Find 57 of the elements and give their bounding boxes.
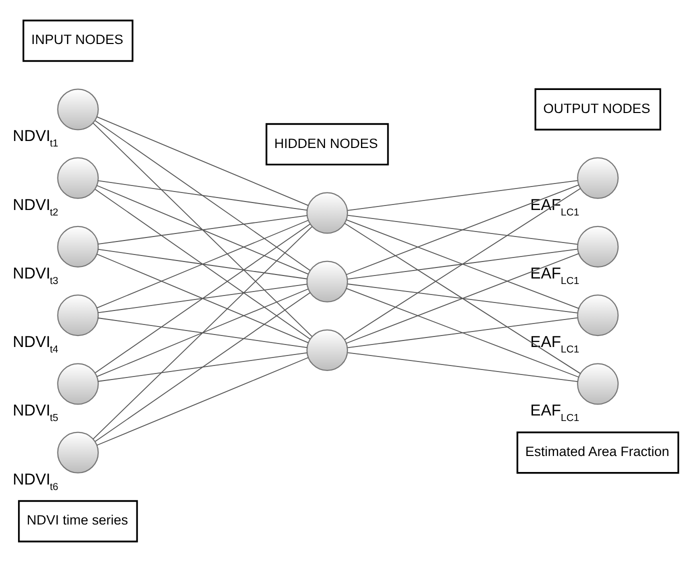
node-label: NDVI$_{t6}$: [12, 470, 58, 492]
connector: [346, 184, 580, 275]
connector: [94, 120, 311, 270]
node-box: INPUT NODES: [22, 19, 134, 62]
connector: [98, 180, 308, 210]
connector: [347, 214, 578, 244]
connector: [94, 188, 311, 340]
node-circle: [306, 192, 348, 234]
node-circle: [306, 260, 348, 302]
node-label: EAF$_{LC1}$: [530, 402, 580, 424]
connector: [96, 116, 309, 206]
connector: [96, 356, 309, 446]
connector: [347, 352, 578, 382]
node-label: NDVI$_{t2}$: [12, 196, 58, 218]
connector: [346, 218, 580, 308]
node-circle: [577, 156, 619, 198]
node-circle: [57, 294, 99, 336]
node-label: EAF$_{LC1}$: [530, 334, 580, 356]
node-label: NDVI$_{t1}$: [12, 128, 58, 150]
node-label: NDVI$_{t3}$: [12, 264, 58, 286]
node-label: NDVI$_{t5}$: [12, 402, 58, 424]
connector: [98, 283, 308, 313]
connector: [346, 252, 580, 344]
node-circle: [577, 294, 619, 336]
connector: [96, 253, 309, 343]
node-circle: [57, 362, 99, 404]
connector: [344, 222, 581, 374]
node-box: NDVI time series: [18, 500, 138, 542]
node-circle: [57, 88, 99, 130]
node-circle: [577, 362, 619, 404]
connector: [94, 292, 311, 442]
connector: [98, 248, 308, 279]
connector: [92, 226, 312, 439]
node-label: EAF$_{LC1}$: [530, 264, 580, 286]
node-circle: [306, 328, 348, 371]
connector: [347, 248, 578, 279]
node-circle: [57, 225, 99, 267]
connector: [344, 188, 581, 340]
connector: [346, 288, 580, 378]
node-circle: [57, 431, 99, 473]
connector: [96, 219, 309, 308]
node-circle: [577, 225, 619, 267]
connector: [98, 352, 308, 382]
node-circle: [57, 156, 99, 198]
node-box: HIDDEN NODES: [266, 122, 389, 165]
connector: [347, 316, 578, 348]
connector: [98, 317, 308, 348]
connector: [98, 214, 308, 244]
node-box: Estimated Area Fraction: [516, 431, 680, 474]
node-label: NDVI$_{t4}$: [12, 334, 58, 356]
connector: [92, 122, 312, 336]
connector: [96, 288, 309, 377]
connector: [96, 184, 309, 274]
node-box: OUTPUT NODES: [534, 88, 662, 130]
connector: [347, 180, 578, 210]
connector: [347, 283, 578, 313]
connector: [94, 223, 311, 373]
